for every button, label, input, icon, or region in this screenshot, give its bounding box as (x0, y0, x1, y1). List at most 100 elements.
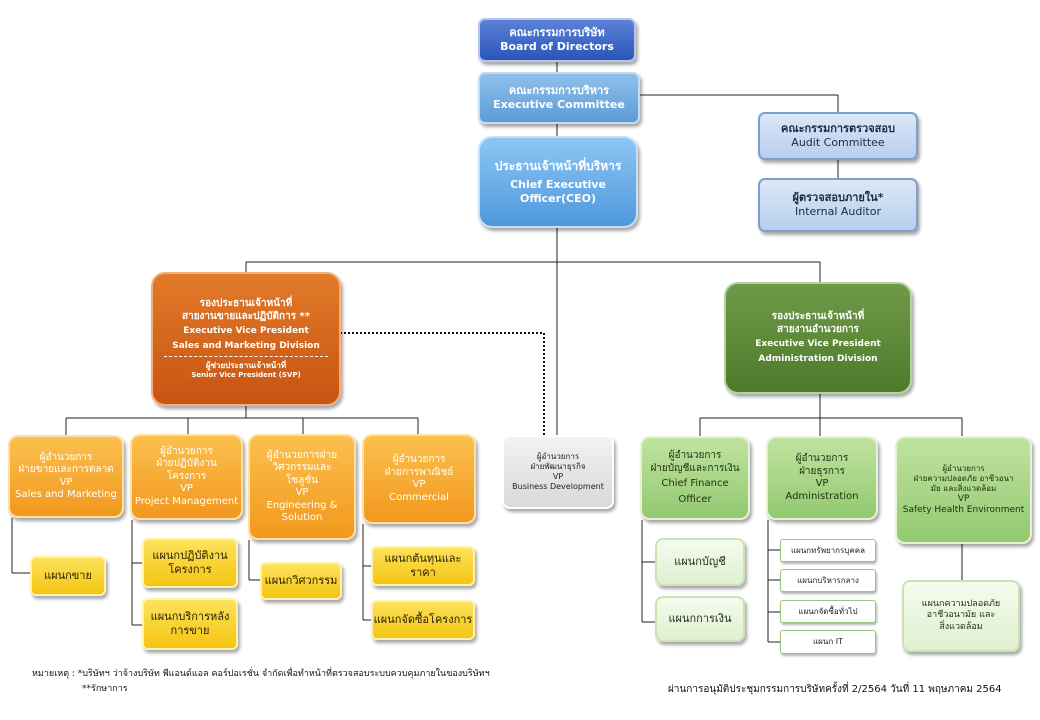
dept-finance-box: แผนกการเงิน (655, 596, 745, 642)
ceo-th: ประธานเจ้าหน้าที่บริหาร (494, 158, 622, 173)
evp-sales-box: รองประธานเจ้าหน้าที่ สายงานขายและปฏิบัติ… (151, 272, 341, 406)
dept-purchasing-label: แผนกจัดซื้อทั่วไป (798, 606, 858, 616)
vp-project-th3: โครงการ (166, 470, 207, 482)
dept-legal-label: แผนกบริหารกลาง (797, 575, 859, 585)
vp-engineering-box: ผู้อำนวยการฝ่าย วิศวกรรมและ โซลูชั่น VP … (248, 434, 356, 540)
vp-project-th2: ฝ่ายปฏิบัติงาน (156, 458, 217, 470)
approval-note: ผ่านการอนุมัติประชุมกรรมการบริษัทครั้งที… (668, 684, 1002, 695)
footnote-line2: **รักษาการ (82, 684, 128, 694)
dept-project-ops-l2: โครงการ (168, 563, 212, 576)
dept-after-sales-l2: การขาย (170, 624, 210, 637)
ceo-box: ประธานเจ้าหน้าที่บริหาร Chief Executive … (478, 136, 638, 228)
vp-bizdev-vp: VP (552, 472, 564, 481)
dept-cost-price-box: แผนกต้นทุนและราคา (371, 546, 475, 586)
dept-safety-l2: อาชีวอนามัย และ (926, 610, 996, 621)
dept-procurement-box: แผนกจัดซื้อโครงการ (371, 600, 475, 640)
evp-sales-th2: สายงานขายและปฏิบัติการ ** (181, 310, 311, 322)
dept-procurement-label: แผนกจัดซื้อโครงการ (373, 613, 473, 627)
footnote-line1: หมายเหตุ : *บริษัทฯ ว่าจ้างบริษัท พีแอนด… (32, 669, 490, 679)
dept-purchasing-box: แผนกจัดซื้อทั่วไป (780, 600, 876, 623)
evp-sales-divider (164, 355, 328, 357)
vp-safety-th3: มัย และสิ่งแวดล้อม (930, 483, 997, 493)
vp-sales-marketing-box: ผู้อำนวยการ ฝ่ายขายและการตลาด VP Sales a… (8, 435, 124, 518)
board-of-directors-box: คณะกรรมการบริษัท Board of Directors (478, 18, 636, 62)
svp-en: Senior Vice President (SVP) (191, 370, 301, 379)
dept-finance-label: แผนกการเงิน (668, 612, 732, 626)
ceo-en1: Chief Executive (510, 177, 606, 191)
vp-project-th1: ผู้อำนวยการ (160, 445, 213, 457)
vp-bizdev-en: Business Development (512, 482, 604, 491)
vp-bizdev-th1: ผู้อำนวยการ (536, 452, 580, 461)
evp-sales-th1: รองประธานเจ้าหน้าที่ (199, 298, 293, 310)
vp-admin-th1: ผู้อำนวยการ (795, 453, 849, 464)
cfo-th2: ฝ่ายบัญชีและการเงิน (650, 462, 740, 474)
vp-project-mgmt-box: ผู้อำนวยการ ฝ่ายปฏิบัติงาน โครงการ VP Pr… (130, 434, 243, 520)
dept-sales-label: แผนกขาย (44, 569, 92, 583)
vp-admin-en: Administration (785, 490, 859, 502)
vp-commercial-vp: VP (412, 479, 426, 490)
dept-engineering-box: แผนกวิศวกรรม (260, 562, 342, 600)
vp-safety-th1: ผู้อำนวยการ (942, 463, 985, 473)
vp-project-vp: VP (180, 483, 193, 495)
evp-sales-en1: Executive Vice President (183, 326, 309, 337)
evp-admin-en1: Executive Vice President (755, 339, 881, 350)
vp-admin-th2: ฝ่ายธุรการ (799, 465, 845, 477)
vp-project-en: Project Management (134, 495, 239, 507)
dept-hr-box: แผนกทรัพยากรบุคคล (780, 539, 876, 562)
evp-admin-box: รองประธานเจ้าหน้าที่ สายงานอำนวยการ Exec… (724, 282, 912, 394)
board-en: Board of Directors (500, 40, 614, 53)
audit-committee-box: คณะกรรมการตรวจสอบ Audit Committee (758, 112, 918, 160)
vp-sales-marketing-th1: ผู้อำนวยการ (39, 451, 93, 463)
dept-after-sales-l1: แผนกบริการหลัง (150, 610, 230, 624)
cfo-en2: Officer (678, 493, 712, 505)
vp-admin-vp: VP (815, 478, 829, 489)
vp-eng-en1: Engineering & (266, 499, 338, 511)
internal-auditor-box: ผู้ตรวจสอบภายใน* Internal Auditor (758, 178, 918, 232)
evp-admin-en2: Administration Division (758, 353, 878, 364)
vp-eng-th2: วิศวกรรมและ (272, 462, 332, 473)
vp-commercial-box: ผู้อำนวยการ ฝ่ายการพาณิชย์ VP Commercial (362, 434, 476, 524)
audit-committee-en: Audit Committee (791, 136, 885, 149)
vp-safety-vp: VP (957, 493, 970, 504)
dept-engineering-label: แผนกวิศวกรรม (264, 574, 338, 588)
internal-auditor-th: ผู้ตรวจสอบภายใน* (792, 191, 884, 205)
exec-committee-en: Executive Committee (493, 98, 625, 111)
evp-admin-th2: สายงานอำนวยการ (777, 323, 859, 335)
svp-th: ผู้ช่วยประธานเจ้าหน้าที่ (205, 360, 287, 370)
vp-eng-vp: VP (295, 487, 309, 498)
dept-accounting-label: แผนกบัญชี (674, 555, 726, 569)
dept-sales-box: แผนกขาย (30, 556, 106, 596)
dept-after-sales-box: แผนกบริการหลัง การขาย (142, 598, 238, 650)
dept-project-ops-box: แผนกปฏิบัติงาน โครงการ (142, 538, 238, 588)
exec-committee-th: คณะกรรมการบริหาร (508, 84, 610, 98)
dept-hr-label: แผนกทรัพยากรบุคคล (790, 545, 865, 555)
dept-legal-box: แผนกบริหารกลาง (780, 569, 876, 592)
vp-eng-th3: โซลูชั่น (286, 474, 318, 486)
dept-it-box: แผนก IT (780, 630, 876, 654)
evp-sales-en2: Sales and Marketing Division (172, 340, 320, 351)
vp-safety-box: ผู้อำนวยการ ฝ่ายความปลอดภัย อาชีวอนา มัย… (895, 436, 1032, 544)
vp-eng-th1: ผู้อำนวยการฝ่าย (266, 449, 338, 461)
dept-accounting-box: แผนกบัญชี (655, 538, 745, 586)
vp-commercial-en: Commercial (389, 491, 449, 503)
cfo-box: ผู้อำนวยการ ฝ่ายบัญชีและการเงิน Chief Fi… (640, 436, 750, 520)
cfo-en1: Chief Finance (661, 478, 729, 489)
vp-commercial-th2: ฝ่ายการพาณิชย์ (384, 466, 454, 478)
board-th: คณะกรรมการบริษัท (509, 26, 605, 40)
vp-administration-box: ผู้อำนวยการ ฝ่ายธุรการ VP Administration (766, 436, 878, 520)
executive-committee-box: คณะกรรมการบริหาร Executive Committee (478, 72, 640, 124)
ceo-en2: Officer(CEO) (519, 191, 597, 205)
dept-project-ops-l1: แผนกปฏิบัติงาน (152, 549, 228, 563)
vp-sales-marketing-vp: VP (59, 476, 73, 488)
vp-eng-en2: Solution (281, 512, 323, 523)
evp-admin-th1: รองประธานเจ้าหน้าที่ (771, 311, 865, 323)
dept-it-label: แผนก IT (813, 637, 843, 646)
vp-sales-marketing-th2: ฝ่ายขายและการตลาด (18, 464, 114, 475)
dept-safety-l1: แผนกความปลอดภัย (921, 599, 1001, 610)
vp-commercial-th1: ผู้อำนวยการ (392, 454, 446, 465)
dept-safety-l3: สิ่งแวดล้อม (939, 621, 983, 632)
dept-cost-price-label: แผนกต้นทุนและราคา (384, 552, 462, 579)
vp-safety-th2: ฝ่ายความปลอดภัย อาชีวอนา (913, 473, 1014, 483)
internal-auditor-en: Internal Auditor (795, 205, 881, 218)
